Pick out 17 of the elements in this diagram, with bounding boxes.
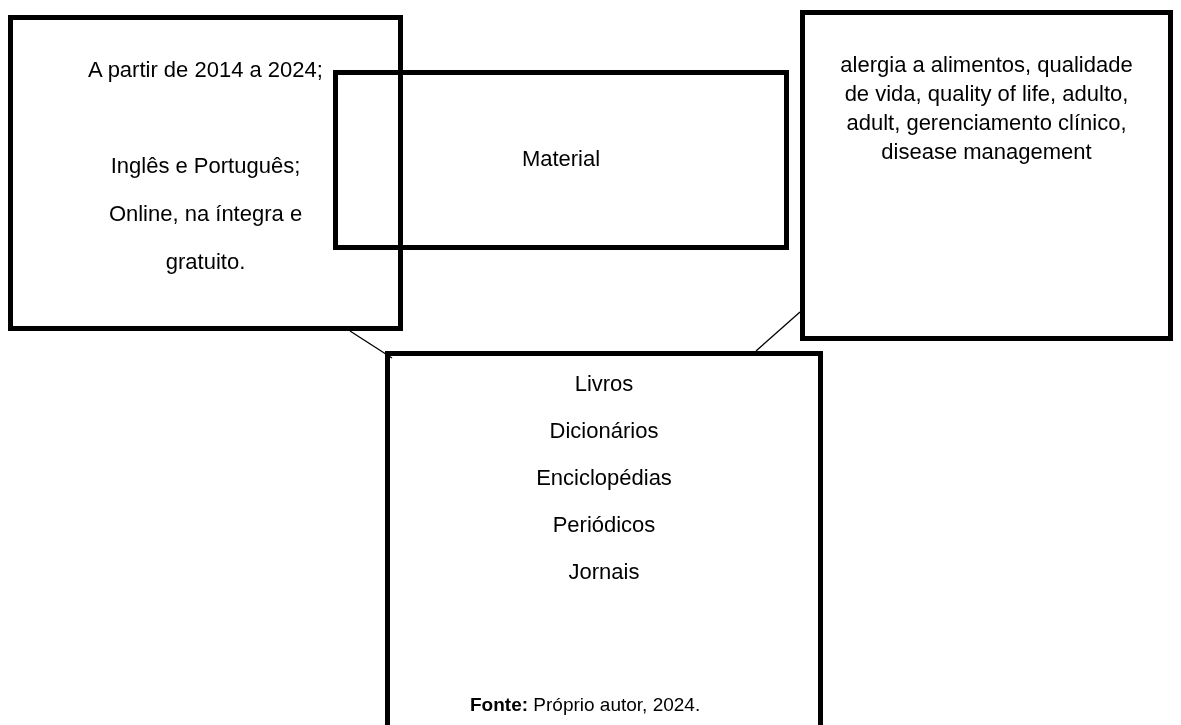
node-text: Jornais	[567, 558, 641, 586]
connector-line	[349, 330, 393, 359]
source-caption: Fonte: Próprio autor, 2024.	[470, 694, 701, 716]
node-text: Enciclopédias	[535, 464, 673, 492]
node-text: Material	[520, 145, 602, 173]
node-text: Periódicos	[551, 511, 657, 539]
text-box	[8, 15, 403, 331]
node-text: Livros	[573, 370, 635, 398]
node-text: Online, na íntegra e gratuito.	[107, 200, 304, 276]
node-text: alergia a alimentos, qualidade de vida, quality of life, adulto, adult, gerenciamento clínico, disease management	[839, 51, 1134, 166]
text-box	[333, 70, 789, 250]
text-box	[800, 10, 1173, 341]
list-box	[385, 351, 823, 725]
node-text: Dicionários	[548, 417, 660, 445]
connector-line	[755, 311, 801, 352]
node-text: Inglês e Português;	[109, 152, 302, 180]
node-text: A partir de 2014 a 2024;	[87, 56, 324, 84]
